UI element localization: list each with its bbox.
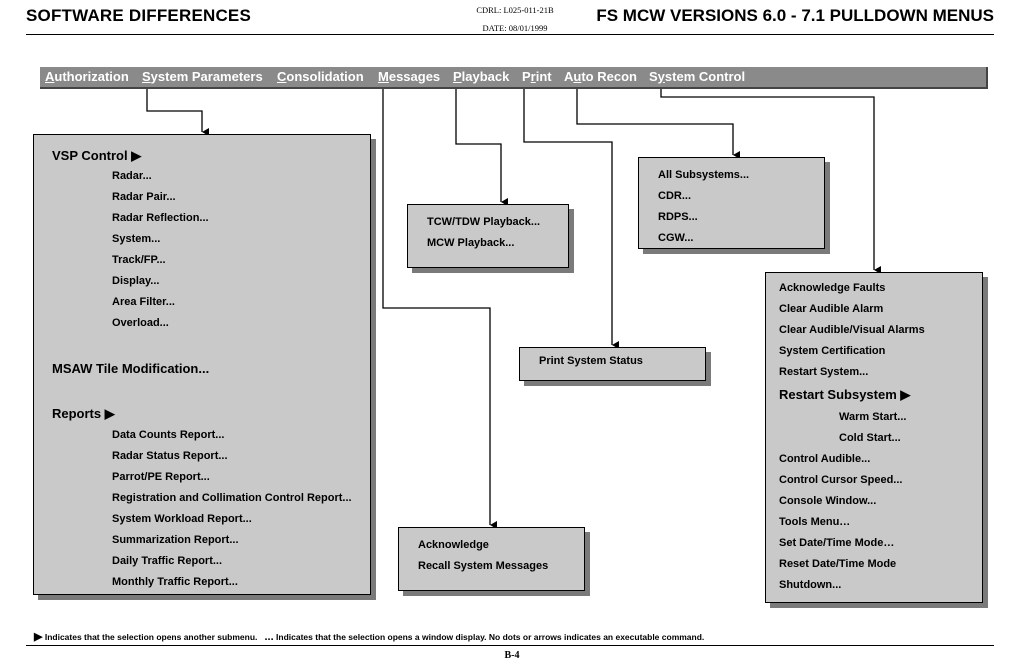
system-control-item[interactable]: System Certification — [779, 345, 886, 357]
auto-recon-menu: All Subsystems... CDR... RDPS... CGW... — [638, 157, 825, 249]
system-control-item[interactable]: Set Date/Time Mode… — [779, 537, 895, 549]
system-parameters-menu: VSP Control ▶ Radar... Radar Pair... Rad… — [33, 134, 371, 595]
system-control-item[interactable]: Clear Audible Alarm — [779, 303, 884, 315]
recall-messages-item[interactable]: Recall System Messages — [418, 560, 549, 572]
vsp-item[interactable]: Track/FP... — [112, 254, 166, 266]
vsp-item[interactable]: Radar Pair... — [112, 191, 176, 203]
header-divider — [26, 34, 994, 35]
menu-auto-recon[interactable]: Auto Recon — [564, 69, 637, 84]
menu-system-control[interactable]: System Control — [649, 69, 746, 84]
vsp-item[interactable]: Radar... — [112, 170, 152, 182]
report-item[interactable]: Parrot/PE Report... — [112, 471, 210, 483]
page-heading: FS MCW VERSIONS 6.0 - 7.1 PULLDOWN MENUS — [596, 6, 994, 25]
auto-recon-item[interactable]: RDPS... — [658, 211, 698, 223]
messages-menu: Acknowledge Recall System Messages — [398, 527, 585, 591]
auto-recon-item[interactable]: CGW... — [658, 232, 694, 244]
reports-item[interactable]: Reports ▶ — [52, 406, 115, 421]
playback-item[interactable]: MCW Playback... — [427, 237, 515, 249]
report-item[interactable]: Monthly Traffic Report... — [112, 576, 238, 588]
print-menu: Print System Status — [519, 347, 706, 381]
system-control-item[interactable]: Shutdown... — [779, 579, 842, 591]
system-control-item[interactable]: Control Cursor Speed... — [779, 474, 903, 486]
menu-messages[interactable]: Messages — [378, 69, 441, 84]
arrow-legend-text: Indicates that the selection opens anoth… — [44, 632, 258, 642]
report-item[interactable]: Radar Status Report... — [112, 450, 228, 462]
dots-legend-text: Indicates that the selection opens a win… — [276, 632, 705, 642]
report-item[interactable]: Summarization Report... — [112, 534, 239, 546]
auto-recon-item[interactable]: All Subsystems... — [658, 169, 750, 181]
auto-recon-item[interactable]: CDR... — [658, 190, 691, 202]
system-control-menu: Acknowledge Faults Clear Audible Alarm C… — [765, 272, 983, 603]
system-control-item[interactable]: Acknowledge Faults — [779, 282, 886, 294]
system-control-item[interactable]: Reset Date/Time Mode — [779, 558, 897, 570]
report-item[interactable]: System Workload Report... — [112, 513, 252, 525]
system-control-item[interactable]: Control Audible... — [779, 453, 871, 465]
playback-item[interactable]: TCW/TDW Playback... — [427, 216, 541, 228]
submenu-arrow-icon: ▶ — [131, 148, 142, 163]
submenu-arrow-icon: ▶ — [104, 406, 115, 421]
menu-consolidation[interactable]: Consolidation — [277, 69, 364, 84]
vsp-item[interactable]: Radar Reflection... — [112, 212, 209, 224]
vsp-control-item[interactable]: VSP Control ▶ — [52, 148, 142, 163]
cdrl-label: CDRL: L025-011-21B — [476, 5, 554, 15]
vsp-item[interactable]: Area Filter... — [112, 296, 175, 308]
menu-system-parameters[interactable]: System Parameters — [142, 69, 263, 84]
page-number: B-4 — [504, 650, 520, 661]
print-system-status-item[interactable]: Print System Status — [539, 355, 643, 367]
submenu-arrow-icon: ▶ — [34, 631, 43, 643]
menu-playback[interactable]: Playback — [453, 69, 510, 84]
restart-subsystem-item[interactable]: Restart Subsystem ▶ — [779, 387, 911, 402]
report-item[interactable]: Daily Traffic Report... — [112, 555, 223, 567]
document-title: SOFTWARE DIFFERENCES — [26, 6, 252, 25]
report-item[interactable]: Registration and Collimation Control Rep… — [112, 492, 352, 504]
system-control-item[interactable]: Console Window... — [779, 495, 877, 507]
restart-sub-item[interactable]: Cold Start... — [839, 432, 901, 444]
system-control-item[interactable]: Clear Audible/Visual Alarms — [779, 324, 925, 336]
footer-divider — [26, 645, 994, 646]
vsp-item[interactable]: Display... — [112, 275, 160, 287]
menu-print[interactable]: Print — [522, 69, 552, 84]
menu-bar: Authorization System Parameters Consolid… — [40, 67, 988, 89]
vsp-item[interactable]: Overload... — [112, 317, 169, 329]
vsp-item[interactable]: System... — [112, 233, 161, 245]
menu-authorization[interactable]: Authorization — [45, 69, 129, 84]
date-label: DATE: 08/01/1999 — [482, 23, 548, 33]
dots-symbol: ... — [264, 631, 274, 643]
legend-note: ▶ Indicates that the selection opens ano… — [34, 630, 704, 643]
restart-sub-item[interactable]: Warm Start... — [839, 411, 907, 423]
acknowledge-item[interactable]: Acknowledge — [418, 539, 489, 551]
playback-menu: TCW/TDW Playback... MCW Playback... — [407, 204, 569, 268]
report-item[interactable]: Data Counts Report... — [112, 429, 225, 441]
submenu-arrow-icon: ▶ — [900, 387, 911, 402]
msaw-tile-item[interactable]: MSAW Tile Modification... — [52, 361, 210, 376]
system-control-item[interactable]: Restart System... — [779, 366, 869, 378]
system-control-item[interactable]: Tools Menu… — [779, 516, 851, 528]
